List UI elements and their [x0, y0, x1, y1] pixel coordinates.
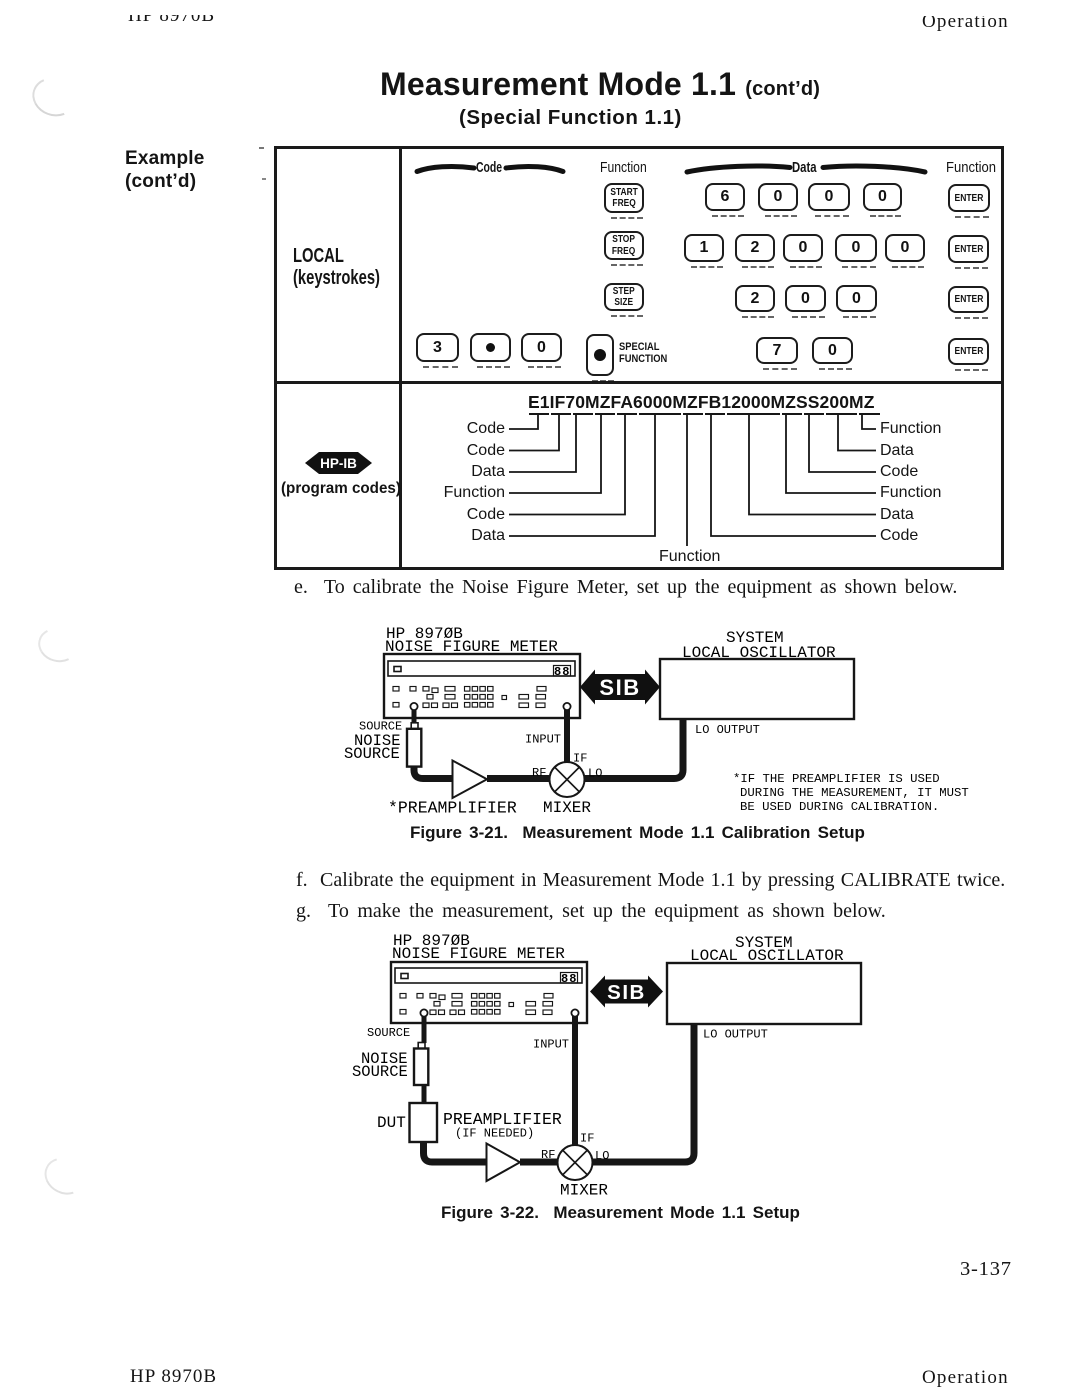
svg-text:DURING THE MEASUREMENT, IT MUS: DURING THE MEASUREMENT, IT MUST — [740, 786, 969, 800]
svg-text:IF: IF — [573, 752, 587, 766]
svg-text:BE USED DURING CALIBRATION.: BE USED DURING CALIBRATION. — [740, 800, 939, 814]
svg-text:SOURCE: SOURCE — [344, 745, 400, 763]
svg-text:LO OUTPUT: LO OUTPUT — [695, 723, 760, 737]
svg-text:SOURCE: SOURCE — [367, 1026, 410, 1040]
svg-text:SYSTEM: SYSTEM — [726, 629, 784, 647]
svg-text:LO: LO — [595, 1149, 609, 1163]
svg-text:IF: IF — [580, 1132, 594, 1146]
svg-text:LO OUTPUT: LO OUTPUT — [703, 1028, 768, 1042]
svg-text:88: 88 — [554, 665, 570, 679]
svg-text:MIXER: MIXER — [560, 1182, 608, 1200]
svg-text:LOCAL OSCILLATOR: LOCAL OSCILLATOR — [682, 644, 836, 662]
svg-text:(IF NEEDED): (IF NEEDED) — [455, 1127, 534, 1141]
svg-text:INPUT: INPUT — [533, 1038, 569, 1052]
svg-text:HP 897ØB: HP 897ØB — [386, 625, 463, 643]
svg-text:LOCAL OSCILLATOR: LOCAL OSCILLATOR — [690, 947, 844, 965]
svg-text:RF: RF — [541, 1148, 555, 1162]
svg-text:RF: RF — [532, 766, 546, 780]
svg-text:DUT: DUT — [377, 1114, 406, 1132]
svg-text:LO: LO — [588, 767, 602, 781]
svg-text:NOISE FIGURE METER: NOISE FIGURE METER — [385, 638, 558, 656]
svg-text:INPUT: INPUT — [525, 733, 561, 747]
svg-text:PREAMPLIFIER: PREAMPLIFIER — [443, 1110, 562, 1129]
svg-text:SIB: SIB — [599, 675, 640, 700]
svg-text:NOISE FIGURE METER: NOISE FIGURE METER — [392, 945, 565, 963]
svg-text:88: 88 — [561, 972, 577, 986]
svg-text:SIB: SIB — [607, 981, 646, 1004]
svg-text:MIXER: MIXER — [543, 799, 591, 817]
svg-text:SOURCE: SOURCE — [359, 720, 402, 734]
svg-text:NOISE: NOISE — [354, 732, 401, 750]
svg-text:NOISE: NOISE — [361, 1050, 408, 1068]
svg-text:*IF THE PREAMPLIFIER IS USED: *IF THE PREAMPLIFIER IS USED — [733, 772, 940, 786]
svg-text:SOURCE: SOURCE — [352, 1063, 408, 1081]
svg-text:*PREAMPLIFIER: *PREAMPLIFIER — [388, 799, 517, 818]
svg-text:SYSTEM: SYSTEM — [735, 934, 793, 952]
svg-text:HP 897ØB: HP 897ØB — [393, 932, 470, 950]
